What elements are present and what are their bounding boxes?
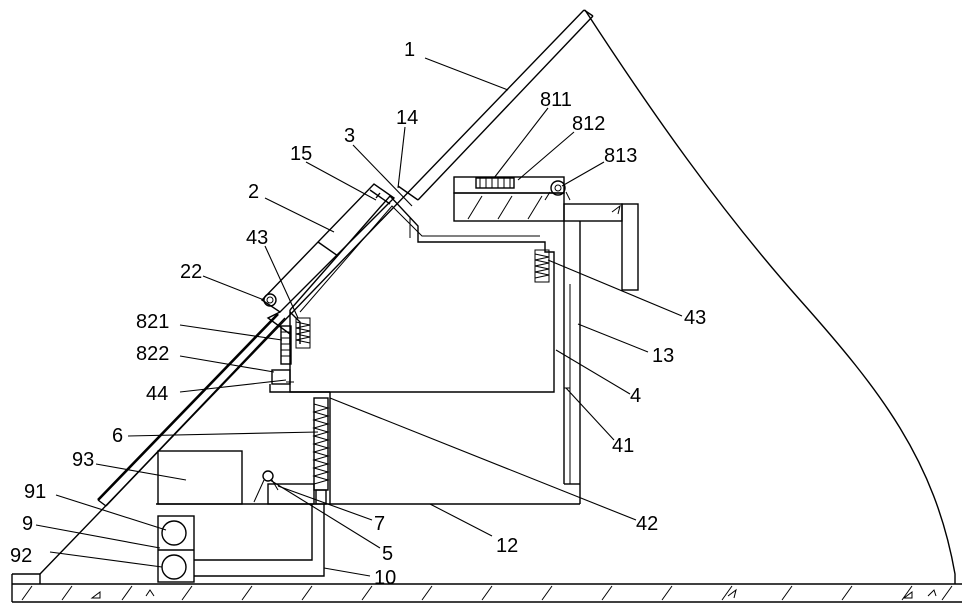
label-10: 10 bbox=[374, 567, 396, 589]
label-5: 5 bbox=[382, 543, 393, 565]
label-93: 93 bbox=[72, 449, 94, 471]
label-42: 42 bbox=[636, 513, 658, 535]
label-41: 41 bbox=[612, 435, 634, 457]
label-821: 821 bbox=[136, 311, 169, 333]
threaded-rod bbox=[314, 398, 328, 504]
label-813: 813 bbox=[604, 145, 637, 167]
label-822: 822 bbox=[136, 343, 169, 365]
window-panel bbox=[98, 314, 285, 506]
label-43-right: 43 bbox=[684, 307, 706, 329]
outer-curve bbox=[585, 10, 955, 584]
label-811: 811 bbox=[540, 89, 572, 111]
label-12: 12 bbox=[496, 535, 518, 557]
roller-92-icon bbox=[162, 555, 186, 579]
body-outline bbox=[290, 196, 554, 392]
hinge-pin-icon bbox=[264, 294, 276, 306]
label-3: 3 bbox=[344, 125, 355, 147]
label-13: 13 bbox=[652, 345, 674, 367]
pivot-5-icon bbox=[263, 471, 273, 481]
cover-panel bbox=[262, 184, 394, 312]
label-1: 1 bbox=[404, 39, 415, 61]
leader-lines bbox=[36, 58, 682, 576]
label-7: 7 bbox=[374, 513, 385, 535]
label-9: 9 bbox=[22, 513, 33, 535]
spring-left bbox=[296, 318, 310, 348]
label-15: 15 bbox=[290, 143, 312, 165]
label-91: 91 bbox=[24, 481, 46, 503]
motor-811 bbox=[476, 178, 514, 188]
upper-bracket bbox=[454, 177, 638, 290]
label-2: 2 bbox=[248, 181, 259, 203]
label-14: 14 bbox=[396, 107, 418, 129]
label-92: 92 bbox=[10, 545, 32, 567]
label-4: 4 bbox=[630, 385, 641, 407]
pump-assembly bbox=[158, 504, 324, 582]
label-6: 6 bbox=[112, 425, 123, 447]
roller-91-icon bbox=[162, 521, 186, 545]
lower-frame bbox=[156, 392, 580, 504]
label-22: 22 bbox=[180, 261, 202, 283]
label-812: 812 bbox=[572, 113, 605, 135]
label-43-left: 43 bbox=[246, 227, 268, 249]
ground-hatch bbox=[22, 586, 952, 600]
label-44: 44 bbox=[146, 383, 168, 405]
spring-right bbox=[535, 250, 549, 282]
ground-base bbox=[12, 574, 962, 602]
